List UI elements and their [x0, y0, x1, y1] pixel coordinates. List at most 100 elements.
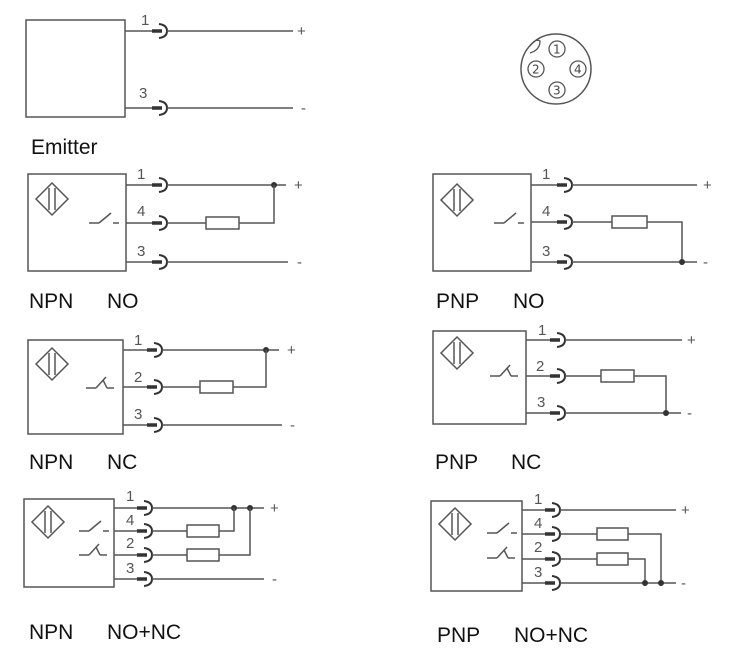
- polarity-minus: -: [681, 575, 686, 592]
- polarity-minus: -: [703, 254, 708, 271]
- diagram-caption-mode: NC: [511, 451, 541, 474]
- load-resistor: [199, 380, 234, 394]
- diagram-caption-mode: NO+NC: [107, 621, 181, 644]
- load-resistor: [596, 527, 629, 541]
- diagram-caption-type: NPN: [29, 451, 73, 474]
- load-resistor: [611, 215, 648, 229]
- connector-face: [520, 33, 592, 105]
- sensor-housing: [432, 173, 532, 272]
- pin-2: 2: [527, 60, 545, 78]
- connector-icon: [135, 499, 154, 517]
- connector-icon: [150, 253, 169, 271]
- pin-4: 4: [569, 60, 587, 78]
- pin-label: 4: [126, 512, 134, 529]
- load-resistor: [596, 552, 629, 566]
- pin-label: 4: [534, 515, 542, 532]
- polarity-plus: +: [294, 177, 303, 194]
- pin-label: 1: [134, 332, 142, 349]
- diagram-caption: Emitter: [31, 136, 98, 159]
- junction-dot: [658, 580, 664, 586]
- connector-icon: [150, 214, 169, 232]
- junction-dot: [663, 410, 669, 416]
- connector-icon: [150, 22, 169, 40]
- polarity-plus: +: [287, 342, 296, 359]
- connector-icon: [555, 253, 574, 271]
- diagram-npn-no: 1 + 4 3 - NPN NO: [27, 166, 303, 313]
- diagram-caption-type: PNP: [437, 624, 480, 647]
- polarity-minus: -: [301, 100, 306, 117]
- sensor-housing: [27, 339, 124, 435]
- pin-label: 2: [126, 535, 134, 552]
- diagram-caption-mode: NO: [513, 290, 545, 313]
- polarity-minus: -: [272, 571, 277, 588]
- connector-icon: [548, 367, 567, 385]
- pin-label: 1: [137, 166, 145, 183]
- load-resistor: [205, 216, 240, 230]
- pin-label: 2: [534, 539, 542, 556]
- pin-label: 1: [534, 491, 542, 508]
- polarity-plus: +: [681, 502, 690, 519]
- diagram-caption-type: NPN: [29, 290, 73, 313]
- diagram-npn-nc: 1 + 2 3 - NPN NC: [27, 332, 296, 474]
- diagram-pnp-nc: 1 + 2 3 - PNP NC: [432, 322, 696, 474]
- load-resistor: [186, 524, 220, 538]
- junction-dot: [679, 259, 685, 265]
- sensor-housing: [27, 173, 127, 272]
- pin-1: 1: [548, 40, 566, 58]
- connector-icon: [548, 331, 567, 349]
- diagram-caption-type: PNP: [436, 290, 479, 313]
- svg-text:3: 3: [553, 84, 561, 98]
- diagram-caption-mode: NC: [107, 451, 137, 474]
- emitter-housing: [25, 19, 126, 118]
- svg-text:2: 2: [532, 63, 540, 77]
- sensor-housing: [23, 498, 115, 588]
- polarity-plus: +: [270, 500, 279, 517]
- pin-label: 3: [542, 243, 550, 260]
- connector-icon: [150, 99, 169, 117]
- coding-key-icon: [529, 39, 541, 54]
- pin-label: 3: [126, 560, 134, 577]
- polarity-plus: +: [703, 177, 712, 194]
- polarity-plus: +: [297, 23, 306, 40]
- load-resistor: [600, 369, 635, 383]
- polarity-minus: -: [297, 254, 302, 271]
- connector-icon: [543, 501, 562, 519]
- polarity-plus: +: [687, 332, 696, 349]
- pin-label: 1: [141, 12, 149, 29]
- junction-dot: [642, 580, 648, 586]
- diagram-npn-no-nc: 1 + 4 2 3 - NPN NO+NC: [23, 488, 279, 644]
- pin-label: 3: [137, 243, 145, 260]
- diagram-caption-type: NPN: [29, 621, 73, 644]
- polarity-minus: -: [687, 405, 692, 422]
- connector-pinout: 1 2 3 4: [520, 33, 592, 105]
- diagram-caption-mode: NO: [107, 290, 139, 313]
- diagram-pnp-no-nc: 1 + 4 2 3 - PNP NO+NC: [430, 491, 690, 647]
- connector-icon: [548, 404, 567, 422]
- pin-label: 1: [542, 166, 550, 183]
- connector-icon: [150, 176, 169, 194]
- diagram-caption-mode: NO+NC: [514, 624, 588, 647]
- connector-icon: [555, 213, 574, 231]
- pin-label: 4: [137, 203, 145, 220]
- connector-icon: [135, 522, 154, 540]
- connector-icon: [135, 570, 154, 588]
- connector-icon: [145, 341, 164, 359]
- connector-icon: [135, 546, 154, 564]
- svg-text:1: 1: [553, 43, 561, 57]
- connector-icon: [145, 416, 164, 434]
- pin-label: 1: [126, 488, 134, 505]
- connector-icon: [555, 176, 574, 194]
- pin-label: 3: [537, 394, 545, 411]
- sensor-housing: [432, 330, 527, 425]
- polarity-minus: -: [290, 417, 295, 434]
- connector-icon: [145, 378, 164, 396]
- diagram-emitter: 1 + 3 - Emitter: [25, 12, 306, 159]
- connector-icon: [543, 550, 562, 568]
- pin-label: 3: [534, 564, 542, 581]
- pin-label: 2: [134, 369, 142, 386]
- load-resistor: [186, 548, 220, 562]
- sensor-housing: [430, 500, 523, 592]
- pin-label: 4: [542, 203, 550, 220]
- pin-label: 2: [536, 358, 544, 375]
